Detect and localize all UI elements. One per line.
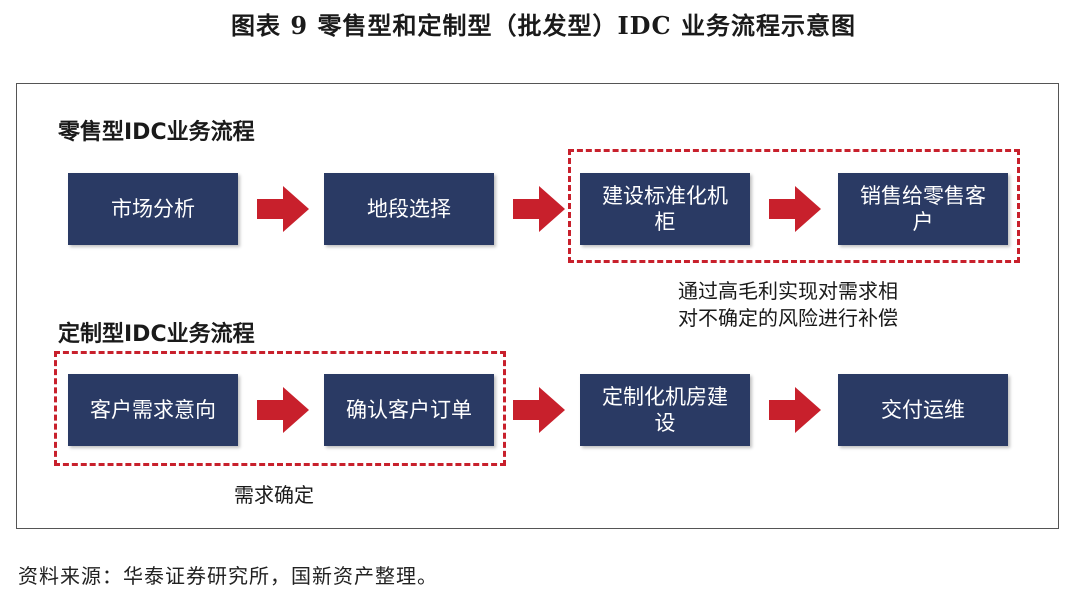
retail-note-line-2: 对不确定的风险进行补偿 <box>678 306 898 330</box>
diagram-frame <box>16 83 1059 529</box>
retail-step-3: 建设标准化机柜 <box>580 173 750 245</box>
retail-section-title: 零售型IDC业务流程 <box>58 120 255 145</box>
source-note: 资料来源：华泰证券研究所，国新资产整理。 <box>18 564 438 588</box>
arrow-right-icon <box>769 387 821 433</box>
retail-note: 通过高毛利实现对需求相 对不确定的风险进行补偿 <box>678 278 898 332</box>
custom-step-1: 客户需求意向 <box>68 374 238 446</box>
arrow-right-icon <box>513 186 565 232</box>
arrow-right-icon <box>257 387 309 433</box>
arrow-right-icon <box>513 387 565 433</box>
retail-note-line-1: 通过高毛利实现对需求相 <box>678 279 898 303</box>
retail-step-1: 市场分析 <box>68 173 238 245</box>
custom-highlight-dashed-box <box>54 351 506 466</box>
custom-note: 需求确定 <box>234 483 314 507</box>
retail-step-2: 地段选择 <box>324 173 494 245</box>
custom-step-4: 交付运维 <box>838 374 1008 446</box>
arrow-right-icon <box>769 186 821 232</box>
figure-title: 图表 9 零售型和定制型（批发型）IDC 业务流程示意图 <box>231 11 856 40</box>
custom-section-title: 定制型IDC业务流程 <box>58 322 255 347</box>
retail-highlight-dashed-box <box>568 149 1020 263</box>
custom-step-3: 定制化机房建设 <box>580 374 750 446</box>
custom-step-2: 确认客户订单 <box>324 374 494 446</box>
arrow-right-icon <box>257 186 309 232</box>
retail-step-4: 销售给零售客户 <box>838 173 1008 245</box>
